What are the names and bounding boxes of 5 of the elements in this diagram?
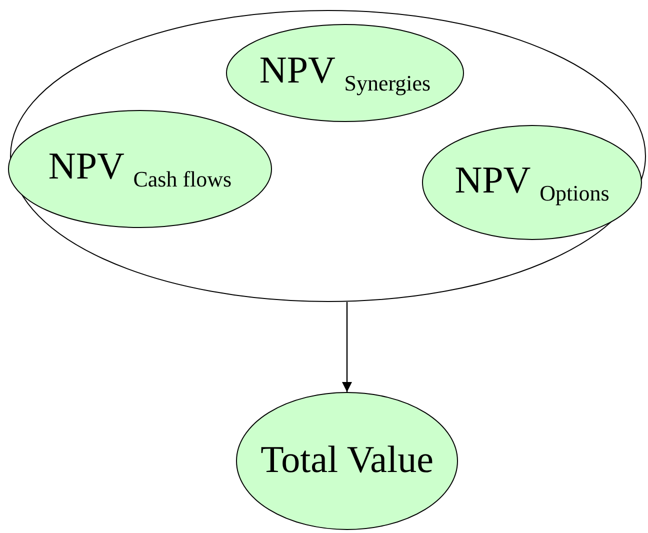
node-label: NPV $_{Options}$ [454,160,610,205]
arrow [342,302,352,392]
node-label: NPV $_{Cash flows}$ [47,146,233,192]
node-label: NPV $_{Synergies}$ [258,50,432,96]
node-label: Total Value [260,440,434,482]
